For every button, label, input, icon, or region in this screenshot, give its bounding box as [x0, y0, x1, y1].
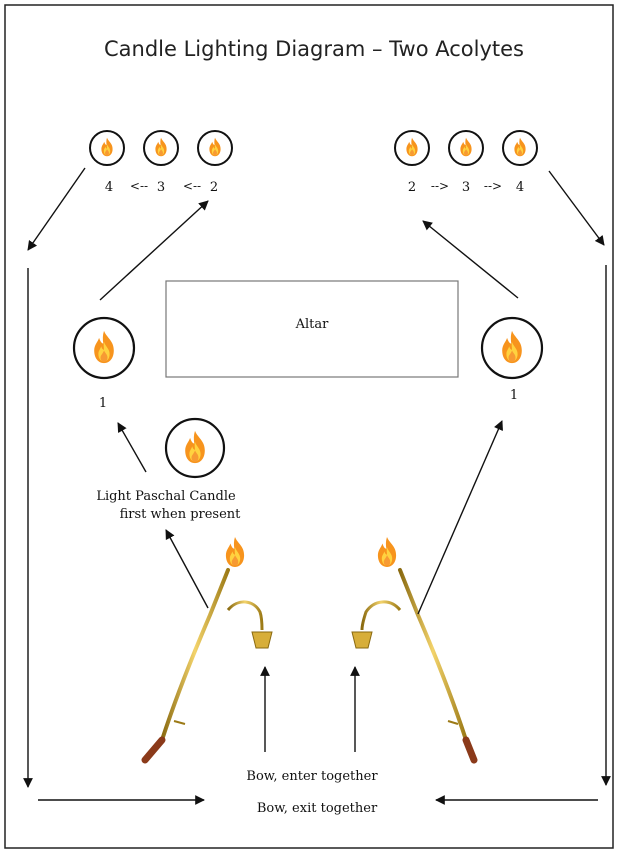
right-connector-1: --> [431, 179, 449, 193]
arrow-lighter-to-paschal [165, 529, 209, 609]
altar-label: Altar [295, 317, 330, 332]
altar-box [165, 280, 459, 378]
right-candle-group: 2 --> 3 --> 4 [394, 130, 538, 195]
right-candle-2 [394, 130, 430, 166]
left-candle-4 [89, 130, 125, 166]
right-candle-4 [502, 130, 538, 166]
left-side-number-1: 1 [99, 396, 107, 411]
right-candle-lighter [351, 537, 478, 764]
right-number-4: 4 [516, 180, 524, 195]
paschal-candle [164, 417, 226, 479]
arrow-lighter-to-right-1 [417, 420, 503, 615]
left-candle-lighter [141, 537, 273, 764]
paschal-label-line1: Light Paschal Candle [96, 489, 236, 504]
right-side-number-1: 1 [510, 388, 518, 403]
arrow-right-top-to-down [548, 170, 605, 246]
left-connector-1: <-- [130, 179, 148, 193]
right-side-candle-1 [480, 316, 544, 380]
right-connector-2: --> [484, 179, 502, 193]
arrow-left-top-to-down [27, 167, 86, 251]
right-number-3: 3 [462, 180, 470, 195]
arrow-left-side-to-2 [99, 200, 209, 301]
paschal-label-line2: first when present [120, 507, 242, 522]
left-number-4: 4 [105, 180, 113, 195]
bow-exit-label: Bow, exit together [257, 801, 378, 816]
left-number-2: 2 [210, 180, 218, 195]
left-number-3: 3 [157, 180, 165, 195]
page-border [4, 4, 614, 849]
arrow-right-side-to-2 [422, 220, 519, 299]
left-candle-3 [143, 130, 179, 166]
right-number-2: 2 [408, 180, 416, 195]
left-connector-2: <-- [183, 179, 201, 193]
flow-arrows [23, 167, 611, 805]
diagram-title: Candle Lighting Diagram – Two Acolytes [104, 37, 524, 61]
left-candle-2 [197, 130, 233, 166]
bow-enter-label: Bow, enter together [246, 769, 378, 784]
arrow-paschal-to-1 [117, 422, 147, 473]
right-candle-3 [448, 130, 484, 166]
left-side-candle-1 [72, 316, 136, 380]
left-candle-group: 4 <-- 3 <-- 2 [89, 130, 233, 195]
